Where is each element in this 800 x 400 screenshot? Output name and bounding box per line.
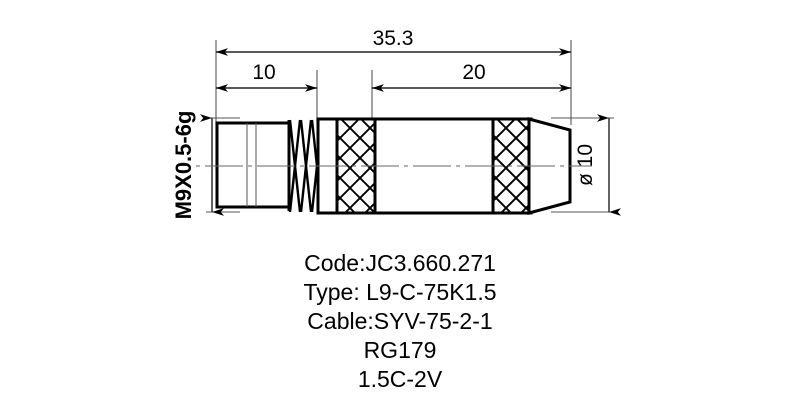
knurl-diagonal-up-front <box>336 120 376 212</box>
connector-assembly <box>196 117 592 215</box>
spec-code-line: Code:JC3.660.271 <box>304 250 496 276</box>
dimension-label-front: 10 <box>252 61 275 84</box>
spec-type-line: Type: L9-C-75K1.5 <box>303 279 496 305</box>
coupling-nut <box>215 121 291 209</box>
spec-cable-alt-1: RG179 <box>364 337 437 363</box>
dimension-label-diameter: ø 10 <box>574 144 597 186</box>
spec-cable-alt-2: 1.5C-2V <box>358 366 443 392</box>
thread-helix-2b <box>299 119 313 212</box>
dimension-diameter: ø 10 <box>574 114 621 216</box>
front-knurl-pattern <box>336 120 376 212</box>
dimension-label-rear: 20 <box>462 61 485 84</box>
dimension-rear-length: 20 <box>372 61 571 92</box>
dimension-label-overall: 35.3 <box>373 27 414 50</box>
specification-block: Code:JC3.660.271 Type: L9-C-75K1.5 Cable… <box>303 250 496 392</box>
spec-cable-line: Cable:SYV-75-2-1 <box>307 308 492 334</box>
dimension-label-thread: M9X0.5-6g <box>171 111 196 220</box>
knurl-diagonal-up-rear <box>493 120 531 212</box>
rear-knurl-pattern <box>493 120 531 212</box>
dimension-thread-spec: M9X0.5-6g <box>171 111 224 220</box>
dimension-overall-length: 35.3 <box>216 27 571 56</box>
dimension-front-length: 10 <box>216 61 317 92</box>
